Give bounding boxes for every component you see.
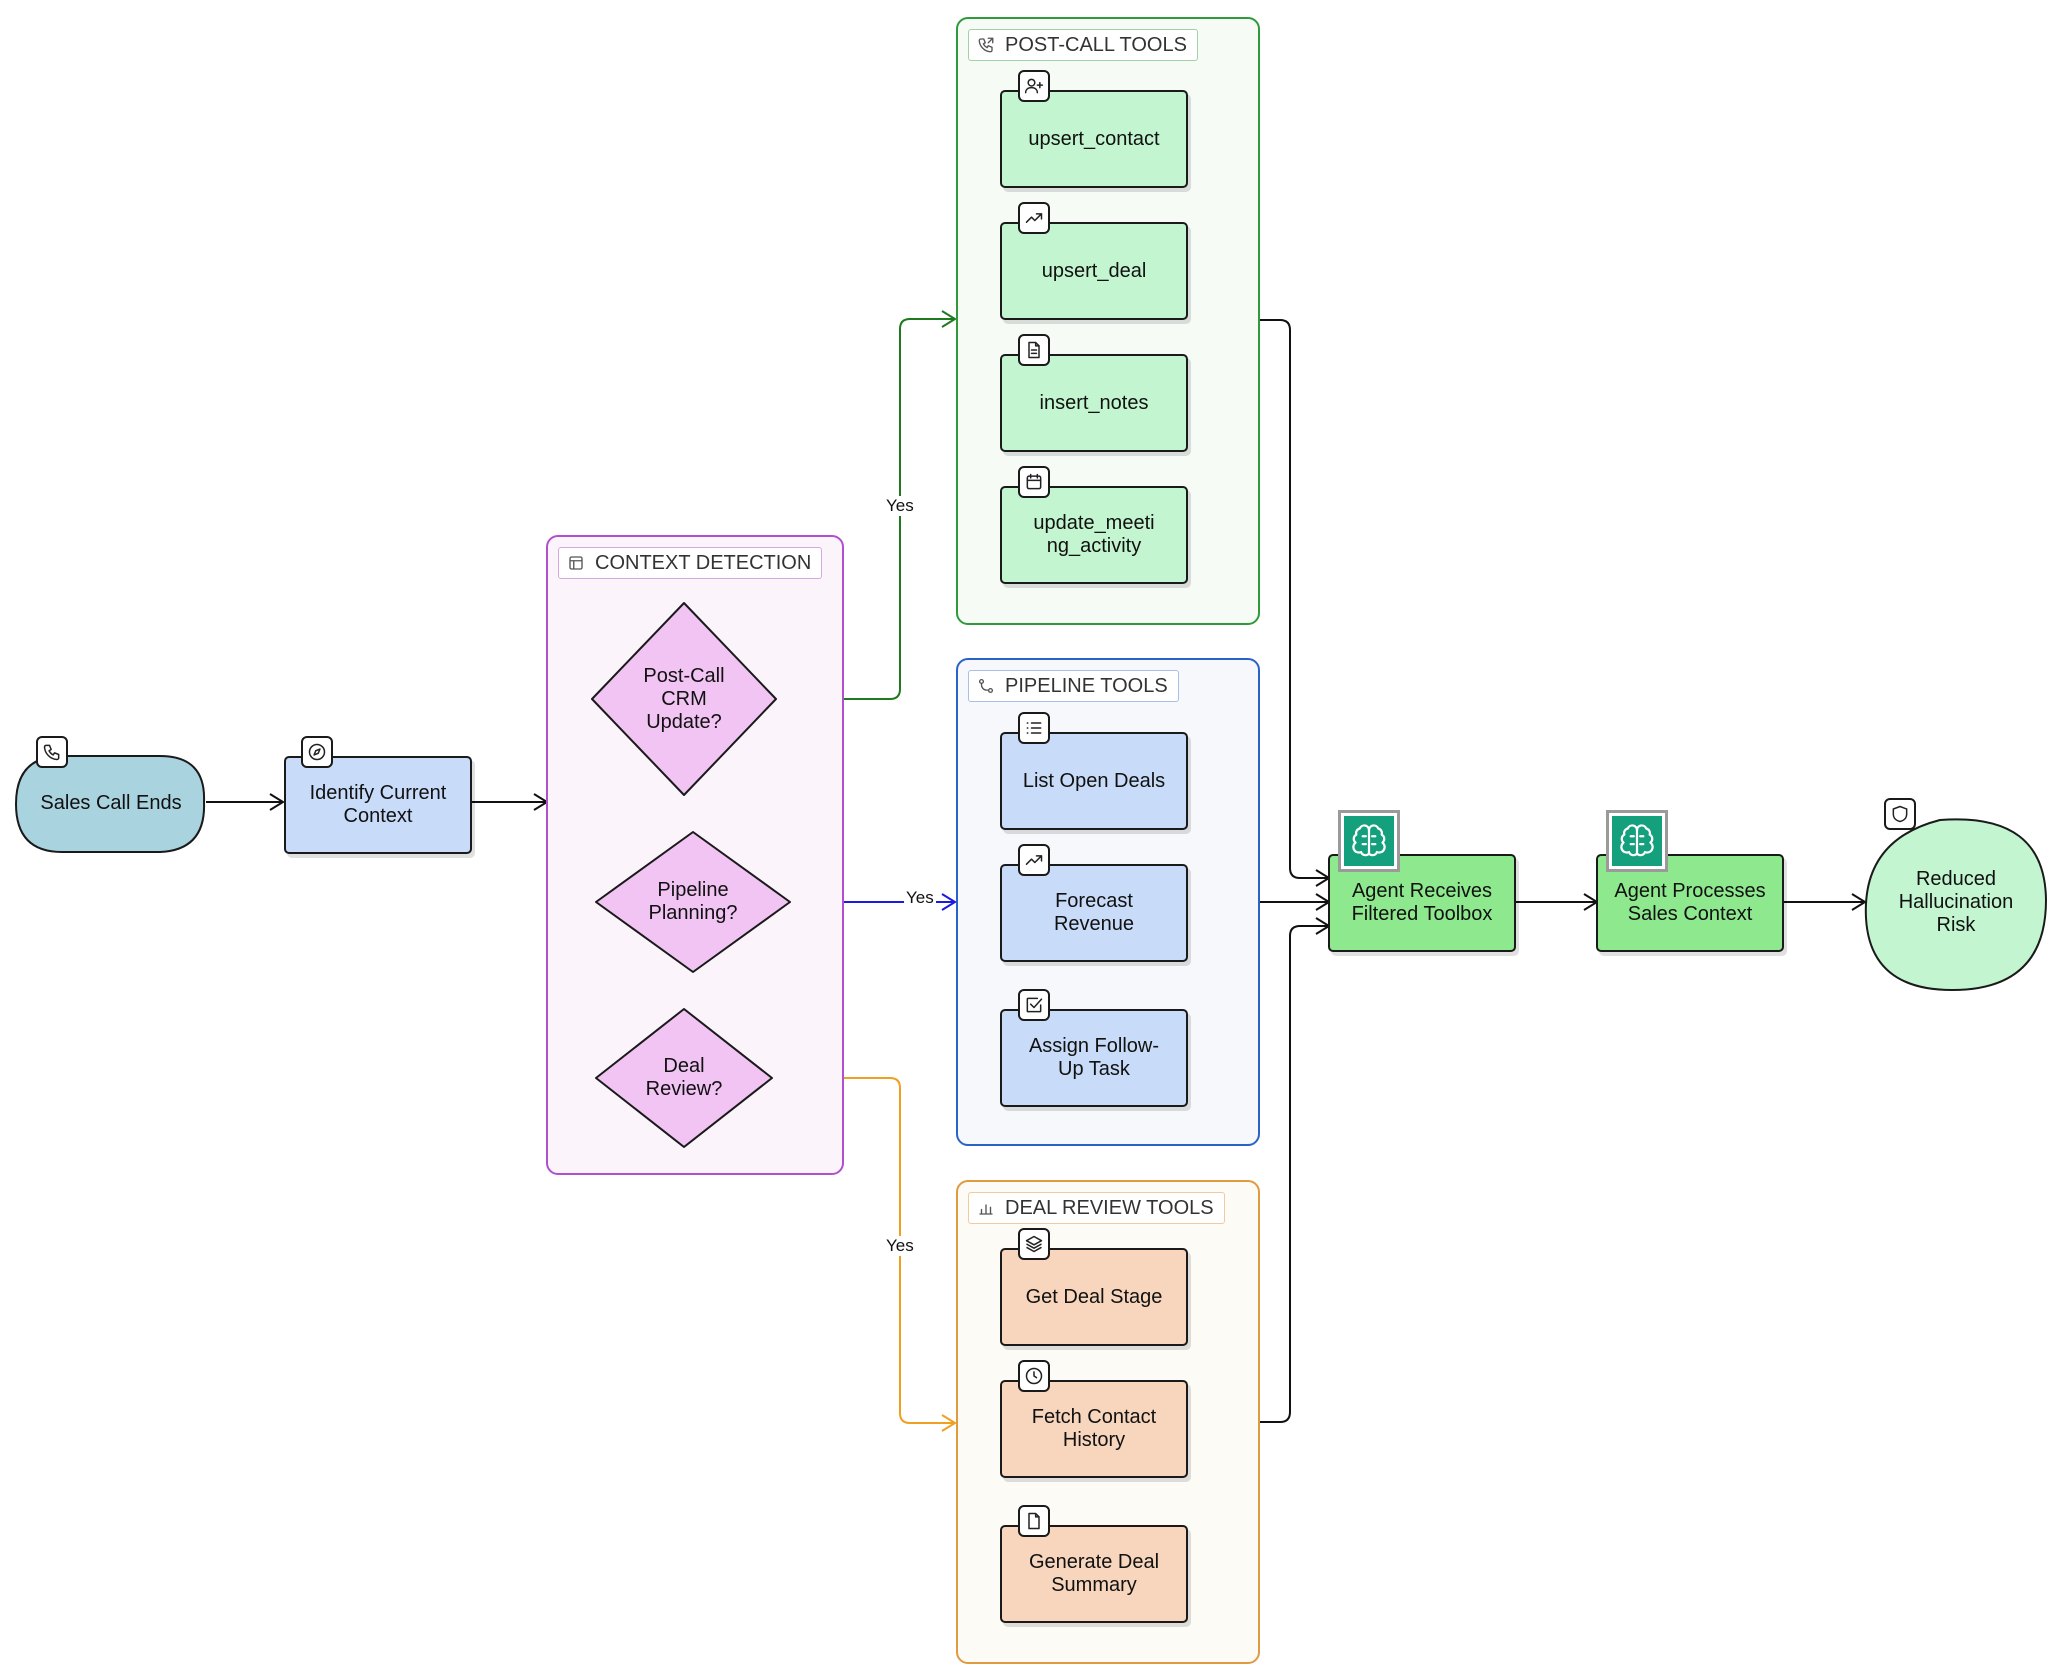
layers-icon (1018, 1228, 1050, 1260)
calendar-icon (1018, 466, 1050, 498)
file-text-icon (1018, 334, 1050, 366)
tool-label: upsert_contact (1028, 127, 1160, 150)
end-terminal-shape[interactable] (1864, 818, 2048, 992)
arrowhead (941, 310, 957, 328)
agent-processes-label: Agent Processes Sales Context (1614, 880, 1766, 925)
tool-insert-notes[interactable]: insert_notes (1000, 354, 1188, 452)
tool-assign-follow-up-task[interactable]: Assign Follow-Up Task (1000, 1009, 1188, 1107)
pipeline-tools-title: PIPELINE TOOLS (968, 670, 1179, 702)
start-terminal-shape[interactable] (14, 755, 206, 853)
shield-icon (1884, 798, 1916, 830)
tool-generate-deal-summary[interactable]: Generate Deal Summary (1000, 1525, 1188, 1623)
identify-context-label: Identify Current Context (309, 782, 447, 827)
brain-icon (1606, 810, 1668, 872)
clock-icon (1018, 1360, 1050, 1392)
tool-label: upsert_deal (1041, 259, 1147, 282)
compass-icon (301, 736, 333, 768)
tool-label: List Open Deals (1022, 769, 1166, 792)
post-call-tools-title-text: POST-CALL TOOLS (1005, 33, 1187, 56)
agent-receives-label: Agent Receives Filtered Toolbox (1351, 880, 1493, 925)
git-branch-icon (978, 678, 994, 694)
tool-upsert-contact[interactable]: upsert_contact (1000, 90, 1188, 188)
layout-icon (569, 556, 583, 570)
context-detection-title: CONTEXT DETECTION (558, 547, 823, 579)
end-label: Reduced Hallucination Risk (1898, 867, 2014, 936)
edge-deal-review-agent (1260, 925, 1328, 1423)
tool-label: Get Deal Stage (1025, 1285, 1163, 1308)
tool-label: Assign Follow-Up Task (1028, 1035, 1160, 1080)
tool-label: Fetch Contact History (1031, 1406, 1157, 1451)
deal-review-tools-title: DEAL REVIEW TOOLS (968, 1192, 1225, 1224)
brain-icon (1338, 810, 1400, 872)
pipeline-tools-title-text: PIPELINE TOOLS (1005, 674, 1168, 697)
deal-review-tools-title-text: DEAL REVIEW TOOLS (1005, 1196, 1214, 1219)
identify-context-node[interactable]: Identify Current Context (284, 756, 472, 854)
tool-get-deal-stage[interactable]: Get Deal Stage (1000, 1248, 1188, 1346)
tool-forecast-revenue[interactable]: Forecast Revenue (1000, 864, 1188, 962)
edge-post-call-agent (1260, 319, 1328, 879)
start-label: Sales Call Ends (40, 791, 182, 814)
tool-label: update_meeting_activity (1033, 512, 1155, 557)
edge-label-yes-pipeline: Yes (904, 888, 936, 908)
tool-label: insert_notes (1039, 391, 1149, 414)
decision-deal-review-text: Deal Review? (645, 1055, 723, 1100)
user-plus-icon (1018, 70, 1050, 102)
context-detection-title-text: CONTEXT DETECTION (595, 551, 812, 574)
tool-list-open-deals[interactable]: List Open Deals (1000, 732, 1188, 830)
trending-up-icon (1018, 202, 1050, 234)
tool-label: Generate Deal Summary (1028, 1551, 1160, 1596)
file-icon (1018, 1505, 1050, 1537)
edge-label-yes-post-call: Yes (884, 496, 916, 516)
arrowhead (1851, 893, 1867, 911)
list-icon (1018, 712, 1050, 744)
decision-post-call-text: Post-Call CRM Update? (643, 664, 725, 733)
phone-outgoing-icon (978, 37, 994, 53)
post-call-tools-title: POST-CALL TOOLS (968, 29, 1198, 61)
bar-chart-icon (979, 1204, 993, 1215)
tool-fetch-contact-history[interactable]: Fetch Contact History (1000, 1380, 1188, 1478)
arrowhead (941, 1414, 957, 1432)
check-square-icon (1018, 989, 1050, 1021)
tool-upsert-deal[interactable]: upsert_deal (1000, 222, 1188, 320)
arrowhead (269, 793, 285, 811)
tool-label: Forecast Revenue (1053, 890, 1135, 935)
phone-icon (36, 736, 68, 768)
arrowhead (941, 893, 957, 911)
tool-update-meeting-activity[interactable]: update_meeting_activity (1000, 486, 1188, 584)
trending-up-icon (1018, 844, 1050, 876)
decision-pipeline-text: Pipeline Planning? (648, 879, 738, 924)
edge-label-yes-deal-review: Yes (884, 1236, 916, 1256)
